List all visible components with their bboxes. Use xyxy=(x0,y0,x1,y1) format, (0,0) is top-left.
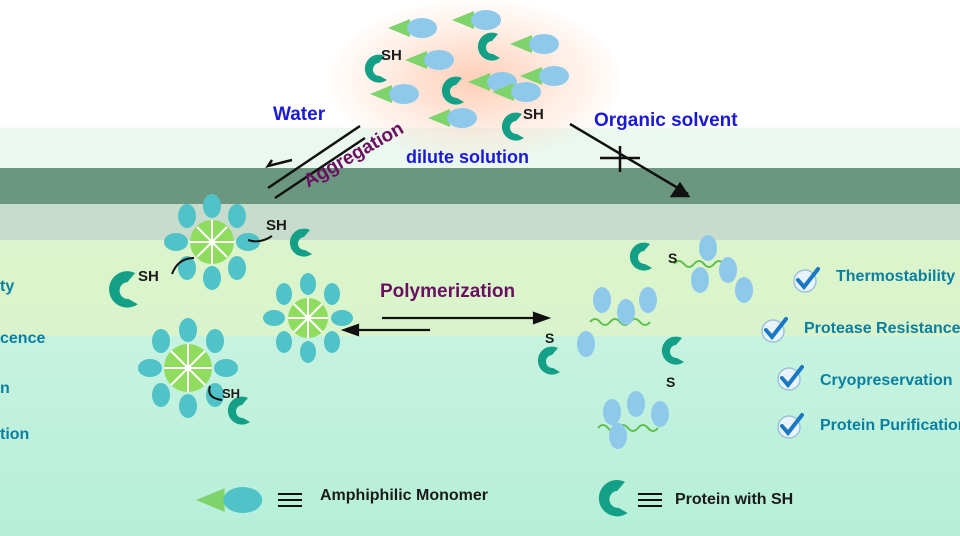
s-label-2: S xyxy=(545,330,555,346)
sh-label-top-1: SH xyxy=(381,47,402,64)
left-property-1: ty xyxy=(0,278,15,295)
check-icon xyxy=(777,365,804,391)
water-arrows xyxy=(265,124,366,200)
property-protease-resistance: Protease Resistance xyxy=(804,320,960,337)
sh-label-top-2: SH xyxy=(523,106,544,123)
legend-monomer-label: Amphiphilic Monomer xyxy=(320,487,488,504)
micelle-1 xyxy=(164,194,260,290)
sh-label-left: SH xyxy=(138,268,159,285)
conjugate-2 xyxy=(537,287,657,375)
organic-solvent-label: Organic solvent xyxy=(594,110,738,131)
protein-left xyxy=(109,271,138,308)
sh-label-micelle-3: SH xyxy=(222,386,241,401)
micelle-2 xyxy=(263,273,353,363)
check-icon xyxy=(793,267,820,293)
legend-equiv-1 xyxy=(278,493,302,507)
polymerization-arrows xyxy=(340,311,552,337)
organic-arrow xyxy=(569,122,691,198)
conjugate-3 xyxy=(597,336,684,449)
polymerization-label: Polymerization xyxy=(380,281,516,302)
protein-micelle-1 xyxy=(289,228,312,257)
property-protein-purification: Protein Purification xyxy=(820,417,960,434)
band-dark xyxy=(0,168,960,204)
sh-label-micelle-1: SH xyxy=(266,217,287,234)
s-label-3: S xyxy=(666,374,676,390)
legend-monomer-icon xyxy=(196,487,263,513)
band-mid xyxy=(0,204,960,240)
water-label: Water xyxy=(273,104,326,125)
legend-protein-icon xyxy=(598,479,628,517)
property-thermostability: Thermostability xyxy=(836,268,956,285)
s-label-1: S xyxy=(668,250,678,266)
check-icon xyxy=(777,413,804,439)
left-property-3: n xyxy=(0,380,10,397)
check-icon xyxy=(761,317,788,343)
left-property-4: tion xyxy=(0,426,30,443)
left-property-2: cence xyxy=(0,330,46,347)
dilute-solution-label: dilute solution xyxy=(406,147,529,167)
micelle-3 xyxy=(138,318,238,418)
property-cryopreservation: Cryopreservation xyxy=(820,372,953,389)
legend-protein-label: Protein with SH xyxy=(675,491,794,508)
curved-arrows xyxy=(171,235,273,401)
legend-equiv-2 xyxy=(638,493,662,507)
